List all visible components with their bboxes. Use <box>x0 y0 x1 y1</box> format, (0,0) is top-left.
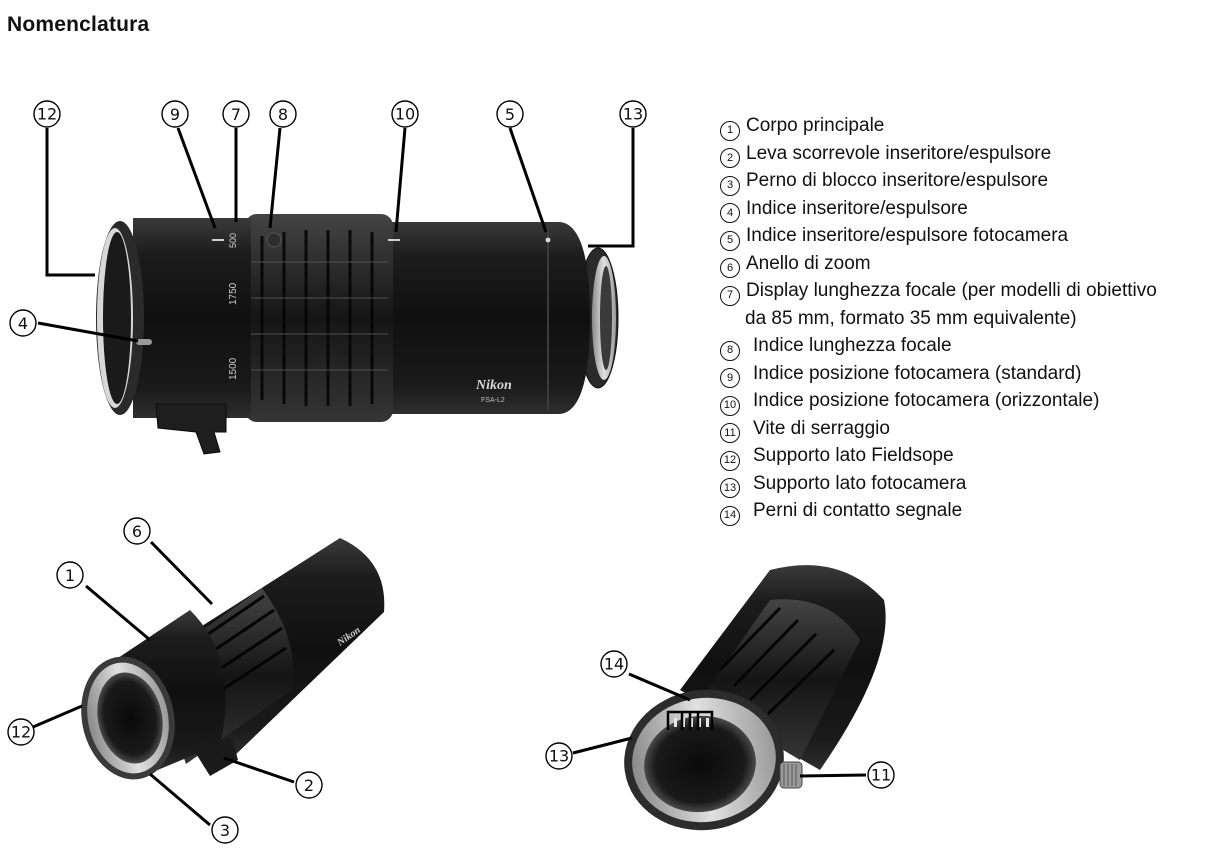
legend-item-10: 10 Indice posizione fotocamera (orizzont… <box>718 387 1213 416</box>
legend-number: 9 <box>720 368 740 388</box>
legend-label: Indice inseritore/espulsore fotocamera <box>746 225 1069 246</box>
legend-item-2: 2 Leva scorrevole inseritore/espulsore <box>718 140 1213 168</box>
legend-item-14: 14 Perni di contatto segnale <box>718 497 1213 526</box>
callout-14: 14 <box>600 650 628 678</box>
svg-text:14: 14 <box>604 655 624 674</box>
lens-rear-view <box>624 565 886 831</box>
callout-3: 3 <box>211 816 239 844</box>
legend-label: Display lunghezza focale (per modelli di… <box>746 280 1157 301</box>
legend-item-13: 13 Supporto lato fotocamera <box>718 470 1213 498</box>
legend-number: 1 <box>720 120 740 141</box>
lens-side-view: 500 1750 1500 Nikon FSA-L2 <box>96 214 619 455</box>
legend-item-3: 3 Perno di blocco inseritore/espulsore <box>718 167 1213 196</box>
legend-item-4: 4 Indice inseritore/espulsore <box>718 195 1213 223</box>
callout-13-top: 13 <box>619 100 647 128</box>
locking-screw <box>779 761 803 789</box>
legend-label: Indice inseritore/espulsore <box>746 197 968 219</box>
legend-number: 7 <box>720 285 740 306</box>
scale-1500-label: 1500 <box>228 357 239 380</box>
legend-item-12: 12 Supporto lato Fieldsope <box>718 442 1213 471</box>
legend-number: 2 <box>720 148 740 168</box>
legend-label-continued: da 85 mm, formato 35 mm equivalente) <box>745 307 1077 329</box>
callout-7: 7 <box>222 100 250 128</box>
svg-text:5: 5 <box>505 105 515 124</box>
svg-text:12: 12 <box>11 723 31 742</box>
legend-number: 6 <box>720 258 740 278</box>
legend-item-5: 5 Indice inseritore/espulsore fotocamera <box>718 222 1213 251</box>
svg-text:12: 12 <box>37 105 57 124</box>
legend-number: 8 <box>720 340 740 361</box>
legend-item-1: 1 Corpo principale <box>718 112 1213 141</box>
svg-text:1: 1 <box>65 566 75 585</box>
legend-label: Leva scorrevole inseritore/espulsore <box>746 142 1052 164</box>
page-title: Nomenclatura <box>7 13 150 36</box>
callout-9: 9 <box>161 100 189 128</box>
legend-number: 3 <box>720 175 740 196</box>
legend-number: 11 <box>720 423 740 443</box>
svg-text:2: 2 <box>304 776 314 795</box>
legend-label: Supporto lato fotocamera <box>753 472 967 494</box>
legend-item-6: 6 Anello di zoom <box>718 250 1213 278</box>
svg-text:6: 6 <box>132 522 142 541</box>
scale-500-label: 500 <box>228 233 238 248</box>
callout-12-bottom: 12 <box>7 718 35 746</box>
svg-text:13: 13 <box>549 747 569 766</box>
callout-2: 2 <box>295 771 323 799</box>
legend-label: Indice lunghezza focale <box>753 335 952 356</box>
legend-item-11: 11 Vite di serraggio <box>718 415 1213 443</box>
legend-label: Perno di blocco inseritore/espulsore <box>746 170 1049 191</box>
legend-item-8: 8 Indice lunghezza focale <box>718 332 1213 361</box>
leader-lines <box>32 127 867 827</box>
legend-number: 10 <box>720 395 740 416</box>
svg-text:11: 11 <box>871 766 891 785</box>
svg-text:4: 4 <box>18 314 28 333</box>
callout-5: 5 <box>496 100 524 128</box>
callouts: 12 9 7 8 10 5 13 4 <box>7 100 895 844</box>
callout-4: 4 <box>9 309 37 337</box>
callout-6: 6 <box>123 517 151 545</box>
callout-1: 1 <box>56 561 84 589</box>
lens-front-view: Nikon <box>81 538 385 780</box>
legend-item-7-continued: da 85 mm, formato 35 mm equivalente) <box>718 305 1213 333</box>
callout-11: 11 <box>867 761 895 789</box>
legend-number: 14 <box>720 505 740 526</box>
legend-label: Perni di contatto segnale <box>753 500 963 521</box>
legend-label: Indice posizione fotocamera (standard) <box>753 362 1082 384</box>
legend-item-9: 9 Indice posizione fotocamera (standard) <box>718 360 1213 388</box>
legend-item-7: 7 Display lunghezza focale (per modelli … <box>718 277 1213 306</box>
nomenclature-legend: 1 Corpo principale 2 Leva scorrevole ins… <box>718 112 1213 526</box>
legend-number: 4 <box>720 203 740 223</box>
callout-13-bottom: 13 <box>545 742 573 770</box>
legend-label: Vite di serraggio <box>753 417 890 439</box>
svg-text:8: 8 <box>278 105 288 124</box>
brand-logo: Nikon <box>475 378 512 393</box>
svg-text:3: 3 <box>220 821 230 840</box>
insert-index-mark <box>136 339 152 345</box>
svg-text:13: 13 <box>623 105 643 124</box>
legend-label: Anello di zoom <box>746 252 871 274</box>
legend-label: Indice posizione fotocamera (orizzontale… <box>753 390 1100 411</box>
svg-text:7: 7 <box>231 105 241 124</box>
legend-label: Corpo principale <box>746 115 885 136</box>
callout-8: 8 <box>269 100 297 128</box>
callout-10: 10 <box>391 100 419 128</box>
svg-text:10: 10 <box>395 105 415 124</box>
svg-text:9: 9 <box>170 105 180 124</box>
callout-12-top: 12 <box>33 100 61 128</box>
legend-number: 5 <box>720 230 740 251</box>
legend-number: 12 <box>720 450 740 471</box>
model-label: FSA-L2 <box>481 397 505 404</box>
legend-label: Supporto lato Fieldsope <box>753 445 954 466</box>
scale-1750-label: 1750 <box>228 282 239 305</box>
legend-number: 13 <box>720 478 740 498</box>
